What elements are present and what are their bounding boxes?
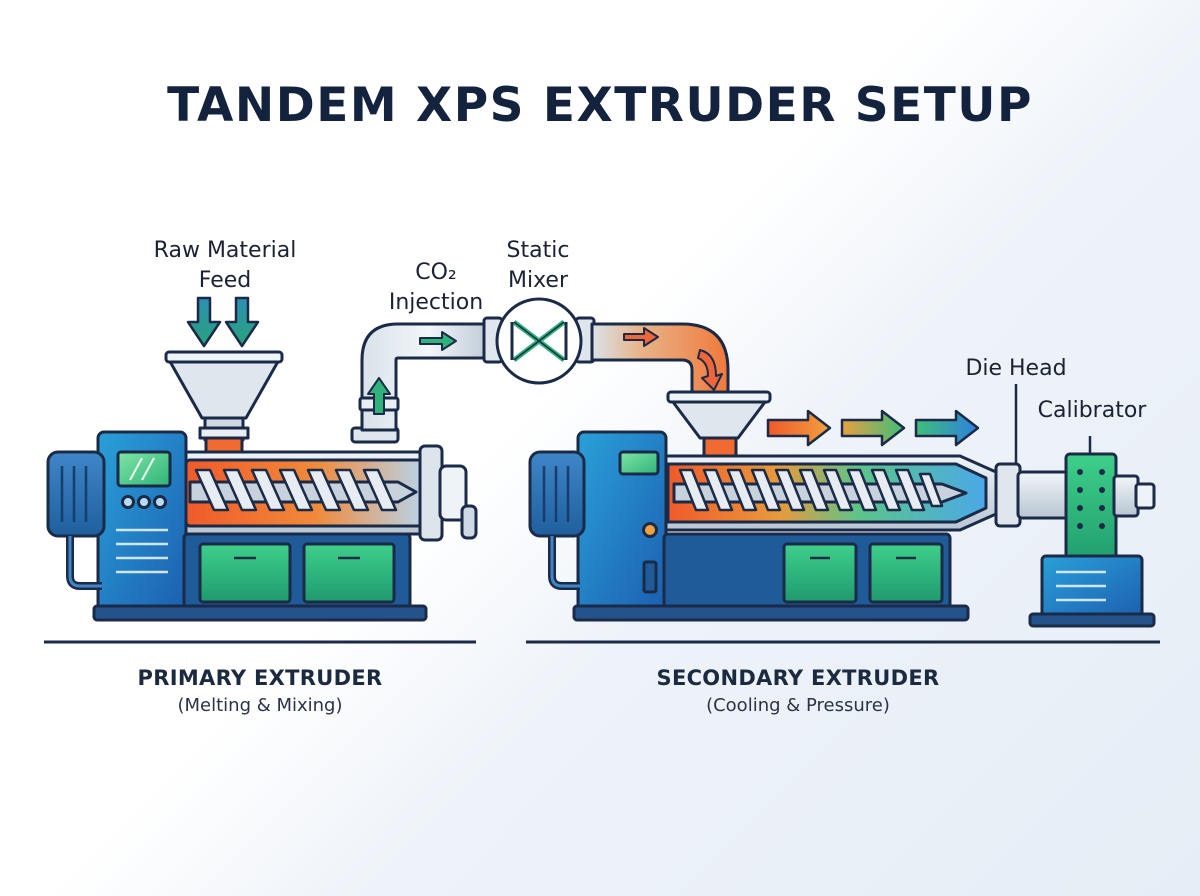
secondary-caption: SECONDARY EXTRUDER (Cooling & Pressure) — [618, 666, 978, 716]
transfer-pipe — [590, 322, 730, 394]
primary-caption-title: PRIMARY EXTRUDER — [137, 666, 383, 690]
mixer-label-line2: Mixer — [507, 268, 569, 293]
die-head-label: Die Head — [965, 356, 1067, 381]
primary-extruder — [46, 350, 478, 622]
secondary-caption-title: SECONDARY EXTRUDER — [656, 666, 940, 690]
static-mixer-label: Static Mixer — [480, 236, 596, 296]
co2-label-line2: Injection — [388, 290, 484, 315]
calibrator-label: Calibrator — [1037, 398, 1147, 423]
co2-label-line1: CO₂ — [415, 260, 457, 285]
co2-pipe — [350, 322, 498, 444]
static-mixer-icon — [482, 297, 596, 385]
flow-arrows — [766, 409, 980, 447]
feed-arrow-icon — [186, 296, 260, 348]
secondary-caption-subtitle: (Cooling & Pressure) — [706, 695, 890, 716]
raw-feed-label-line2: Feed — [198, 268, 252, 293]
primary-caption-subtitle: (Melting & Mixing) — [177, 695, 343, 716]
calibrator — [1028, 436, 1156, 628]
raw-feed-label-line1: Raw Material — [153, 238, 297, 263]
raw-feed-label: Raw Material Feed — [130, 236, 320, 296]
co2-injection-label: CO₂ Injection — [378, 258, 494, 318]
primary-caption: PRIMARY EXTRUDER (Melting & Mixing) — [90, 666, 430, 716]
secondary-extruder — [528, 390, 998, 622]
page-title: TANDEM XPS EXTRUDER SETUP — [167, 78, 1033, 133]
mixer-label-line1: Static — [506, 238, 570, 263]
die-head — [994, 384, 1074, 528]
